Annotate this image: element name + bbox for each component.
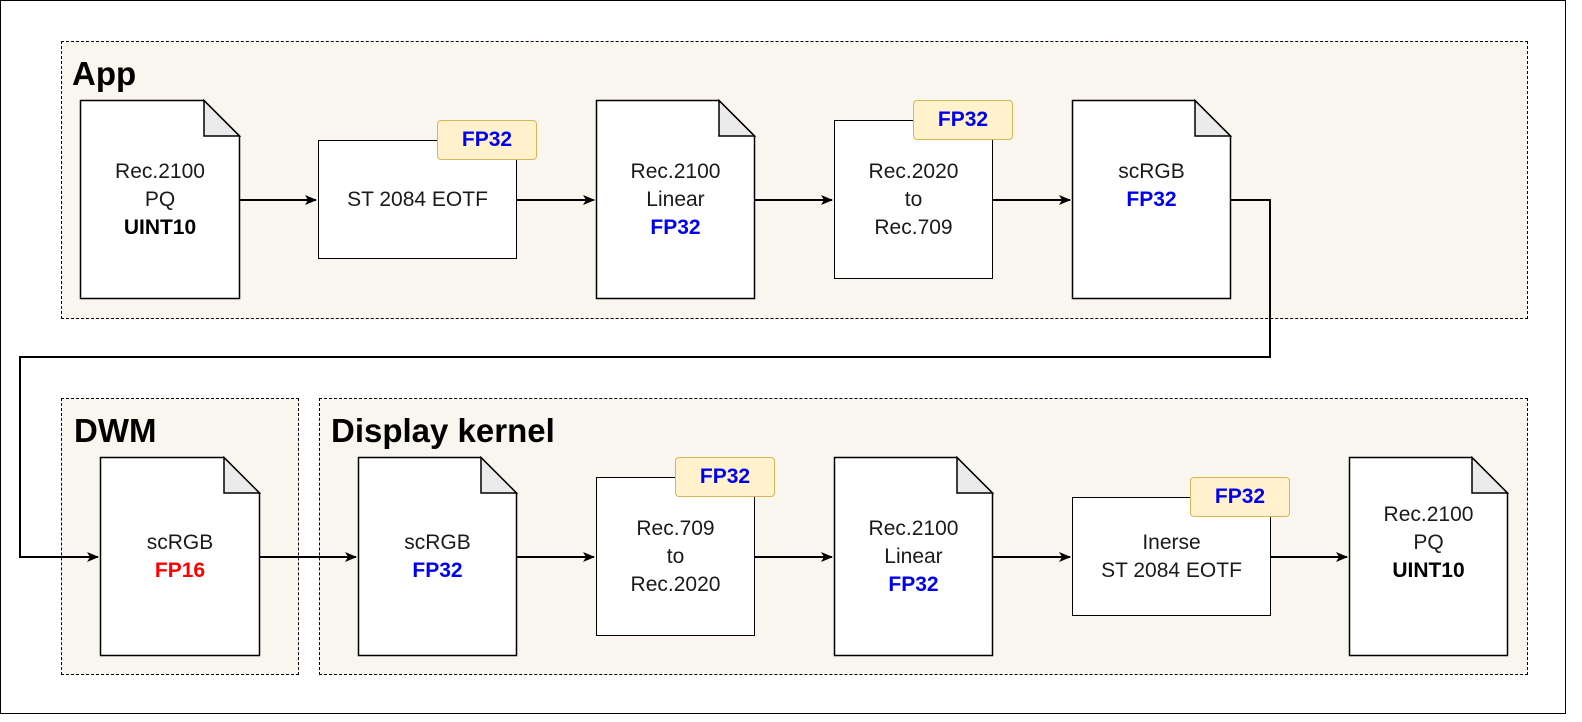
document-icon bbox=[99, 455, 262, 657]
dk-scrgb-line1: scRGB bbox=[404, 530, 471, 554]
gamut-709-line2: to bbox=[666, 544, 685, 568]
dk-output-line1: Rec.2100 bbox=[1383, 502, 1474, 526]
gamut-2020-fp32-badge: FP32 bbox=[913, 100, 1013, 140]
document-icon bbox=[833, 455, 995, 657]
dk-linear-format: FP32 bbox=[888, 572, 939, 596]
app-linear-line2: Linear bbox=[646, 187, 705, 211]
dwm-scrgb-document: scRGB FP16 bbox=[99, 455, 262, 657]
app-linear-format: FP32 bbox=[650, 215, 701, 239]
dk-output-document: Rec.2100 PQ UINT10 bbox=[1348, 455, 1510, 657]
eotf-label: ST 2084 EOTF bbox=[347, 187, 488, 211]
eotf-fp32-badge: FP32 bbox=[437, 120, 537, 160]
dk-scrgb-document: scRGB FP32 bbox=[357, 455, 519, 657]
gamut-2020-to-709-box: Rec.2020 to Rec.709 bbox=[834, 120, 993, 279]
app-input-format: UINT10 bbox=[123, 215, 197, 239]
app-scrgb-document: scRGB FP32 bbox=[1071, 98, 1233, 300]
gamut-709-to-2020-box: Rec.709 to Rec.2020 bbox=[596, 477, 755, 636]
gamut-709-line1: Rec.709 bbox=[636, 516, 715, 540]
app-input-line2: PQ bbox=[144, 187, 176, 211]
gamut-2020-line3: Rec.709 bbox=[874, 215, 953, 239]
gamut-709-line3: Rec.2020 bbox=[630, 572, 721, 596]
gamut-709-fp32-badge: FP32 bbox=[675, 457, 775, 497]
document-icon bbox=[1348, 455, 1510, 657]
app-linear-line1: Rec.2100 bbox=[630, 159, 721, 183]
document-icon bbox=[1071, 98, 1233, 300]
group-display-kernel-label: Display kernel bbox=[331, 412, 555, 449]
group-app bbox=[61, 41, 1528, 319]
app-scrgb-line1: scRGB bbox=[1118, 159, 1185, 183]
document-icon bbox=[595, 98, 757, 300]
dk-linear-line2: Linear bbox=[884, 544, 943, 568]
dk-output-line2: PQ bbox=[1413, 530, 1444, 554]
inverse-eotf-fp32-badge: FP32 bbox=[1190, 477, 1290, 517]
inverse-eotf-line1: Inerse bbox=[1142, 530, 1201, 554]
app-linear-document: Rec.2100 Linear FP32 bbox=[595, 98, 757, 300]
dk-linear-document: Rec.2100 Linear FP32 bbox=[833, 455, 995, 657]
gamut-2020-line2: to bbox=[904, 187, 923, 211]
app-scrgb-format: FP32 bbox=[1126, 187, 1177, 211]
group-app-label: App bbox=[72, 55, 137, 92]
document-icon bbox=[357, 455, 519, 657]
dk-linear-line1: Rec.2100 bbox=[868, 516, 959, 540]
dwm-scrgb-line1: scRGB bbox=[146, 530, 214, 554]
app-input-line1: Rec.2100 bbox=[115, 159, 205, 183]
document-icon bbox=[79, 98, 242, 300]
dk-scrgb-format: FP32 bbox=[412, 558, 463, 582]
inverse-eotf-line2: ST 2084 EOTF bbox=[1101, 558, 1242, 582]
dwm-scrgb-format: FP16 bbox=[154, 558, 206, 582]
dk-output-format: UINT10 bbox=[1392, 558, 1465, 582]
group-dwm-label: DWM bbox=[74, 412, 157, 449]
app-input-document: Rec.2100 PQ UINT10 bbox=[79, 98, 242, 300]
gamut-2020-line1: Rec.2020 bbox=[868, 159, 959, 183]
